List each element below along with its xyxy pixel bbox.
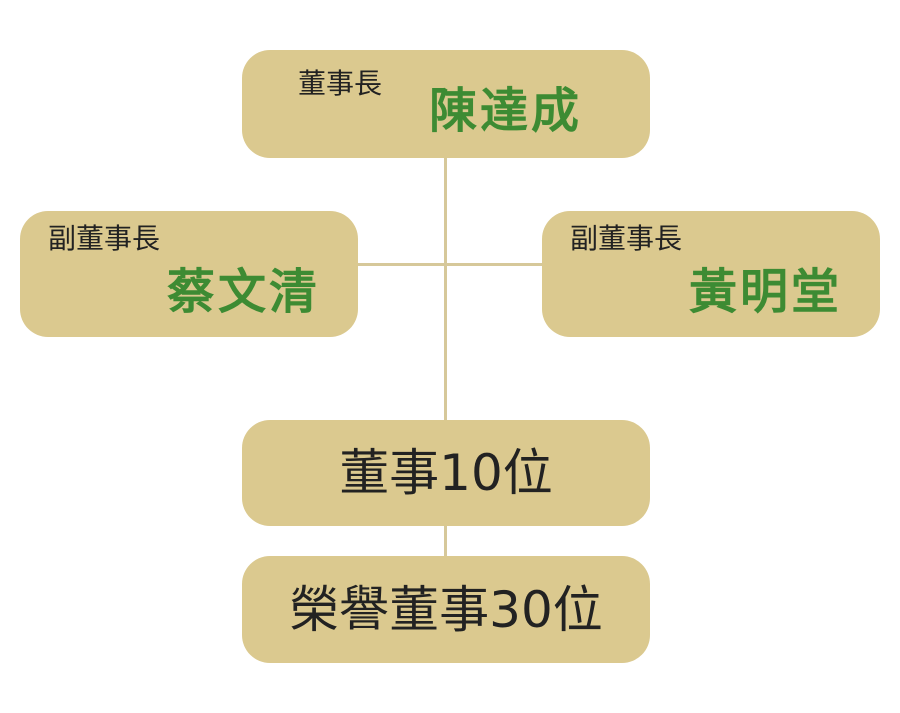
vice-chairman-right-role: 副董事長 <box>570 222 683 255</box>
directors-label: 董事10位 <box>339 444 553 502</box>
chairman-role: 董事長 <box>298 67 383 100</box>
honorary-directors-label: 榮譽董事30位 <box>289 580 603 639</box>
connector-vertical-lower <box>444 526 447 556</box>
directors-box: 董事10位 <box>242 420 650 526</box>
vice-chairman-left-name: 蔡文清 <box>167 264 321 320</box>
connector-vertical-main <box>444 158 447 420</box>
chairman-box: 董事長 陳達成 <box>242 50 650 158</box>
honorary-directors-box: 榮譽董事30位 <box>242 556 650 663</box>
chairman-name: 陳達成 <box>429 83 583 139</box>
vice-chairman-left-role: 副董事長 <box>48 222 161 255</box>
vice-chairman-right-name: 黃明堂 <box>689 264 843 320</box>
connector-horizontal-vice <box>358 263 542 266</box>
vice-chairman-right-box: 副董事長 黃明堂 <box>542 211 880 337</box>
vice-chairman-left-box: 副董事長 蔡文清 <box>20 211 358 337</box>
